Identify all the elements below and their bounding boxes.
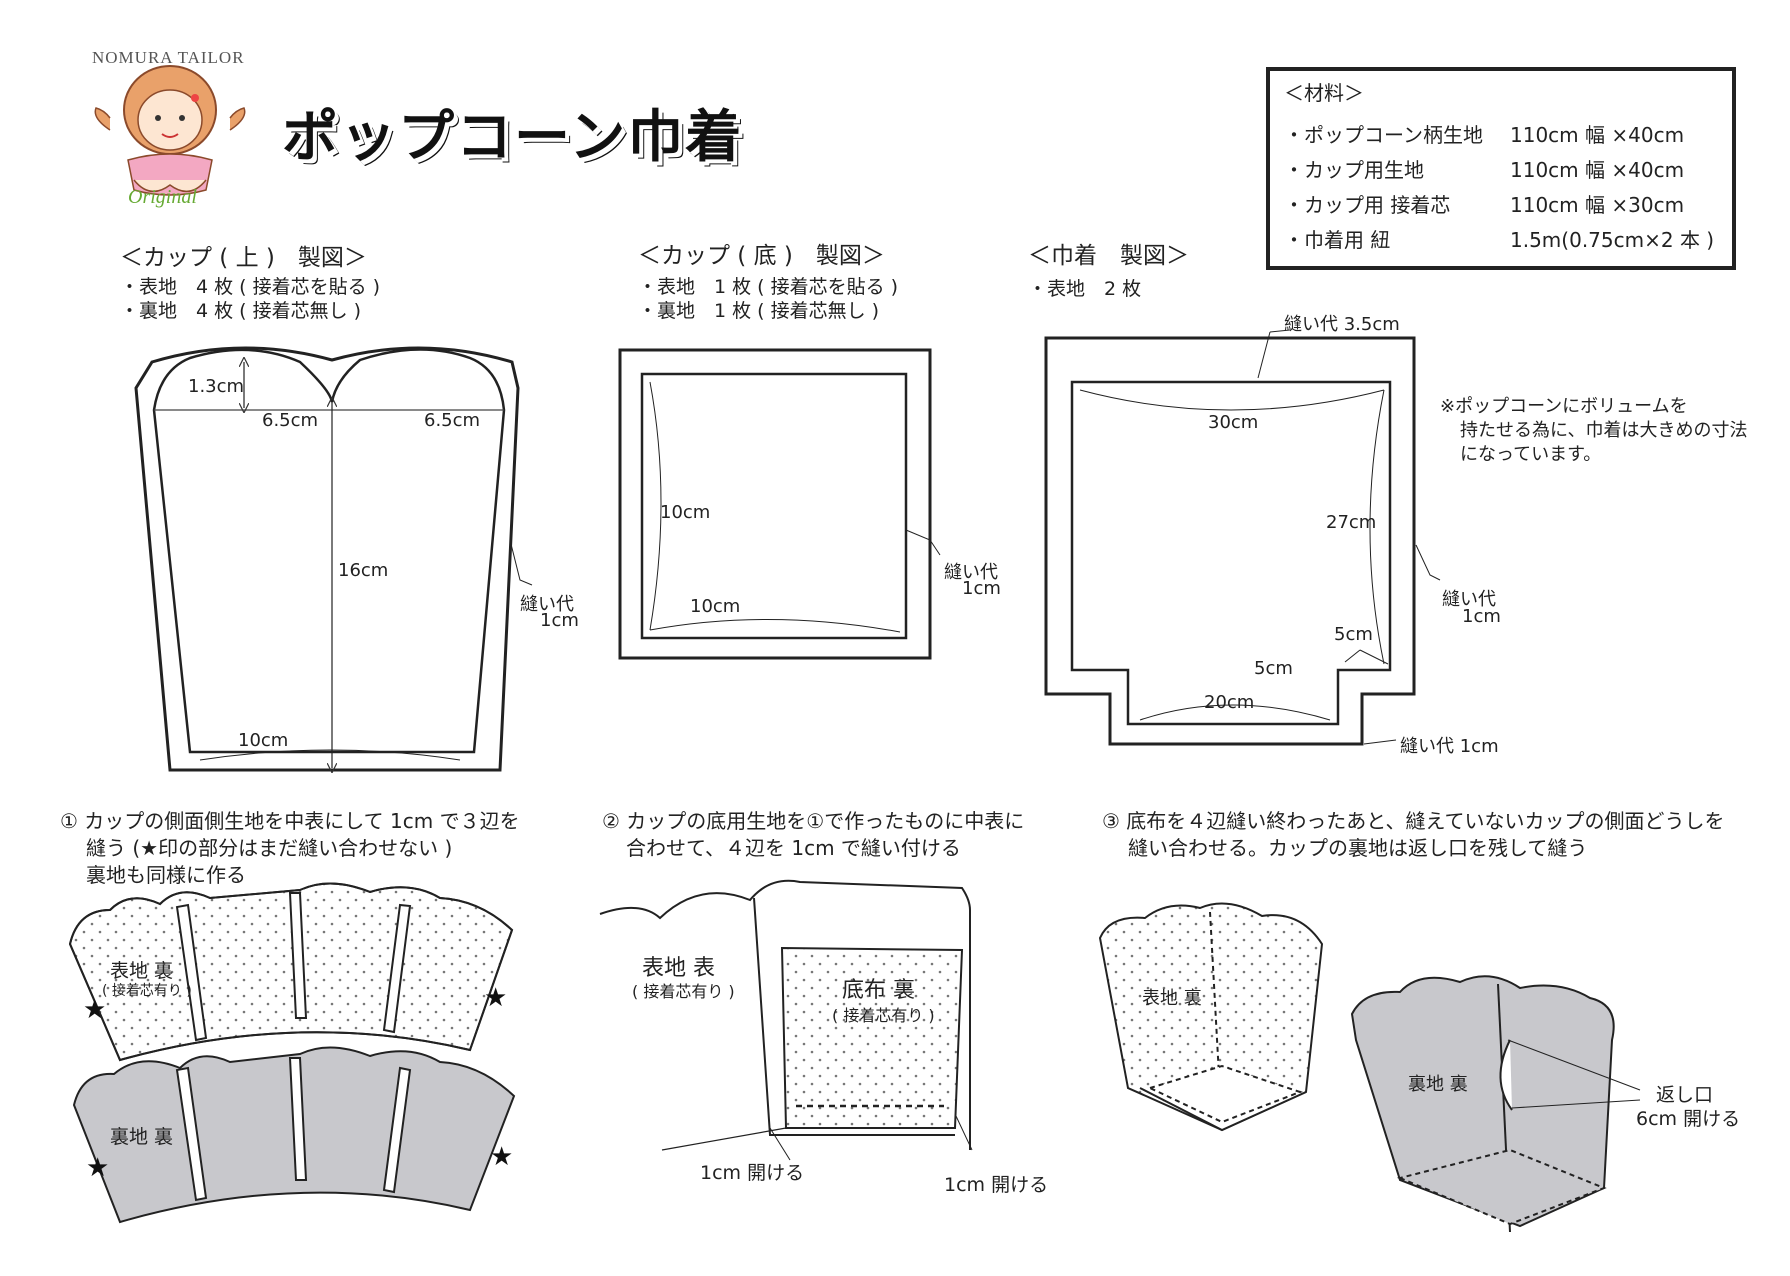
step1-line: 裏地も同様に作る (86, 863, 246, 887)
material-name: ・ポップコーン柄生地 (1284, 123, 1483, 147)
label-outer-front: 表地 表 (642, 956, 715, 981)
material-row: ・カップ用生地 110cm 幅 ×40cm (1284, 151, 1718, 186)
step2-line: ② カップの底用生地を①で作ったものに中表に (602, 809, 1025, 833)
bag-title: ＜巾着 製図＞ (1028, 243, 1189, 269)
dim-bottom: 10cm (238, 730, 289, 751)
step3-outer-cup (1098, 902, 1324, 1132)
material-row: ・カップ用 接着芯 110cm 幅 ×30cm (1284, 186, 1718, 221)
dim-bottom-seam: 縫い代 1cm (1400, 736, 1499, 757)
label-outer-back: 表地 裏 (110, 960, 174, 982)
cup-top-pattern (134, 346, 533, 770)
bag-note-line: 持たせる為に、巾着は大きめの寸法 (1460, 420, 1748, 441)
cup-bottom-item: ・裏地 1 枚 ( 接着芯無し ) (638, 300, 880, 322)
bag-note-line: ※ポップコーンにボリュームを (1440, 396, 1688, 417)
seam-value: 1cm (962, 578, 1001, 599)
step3-line: ③ 底布を４辺縫い終わったあと、縫えていないカップの側面どうしを (1102, 809, 1725, 833)
material-row: ・巾着用 紐 1.5m(0.75cm×2 本 ) (1284, 221, 1718, 256)
step1-line: 縫う (★印の部分はまだ縫い合わせない ) (86, 836, 453, 860)
cup-bottom-title: ＜カップ ( 底 ) 製図＞ (638, 243, 885, 269)
step2-illustration (599, 879, 973, 1161)
svg-text:★: ★ (484, 983, 507, 1013)
cup-top-item: ・裏地 4 枚 ( 接着芯無し ) (120, 300, 362, 322)
label-return-size: 6cm 開ける (1636, 1108, 1741, 1130)
material-row: ・ポップコーン柄生地 110cm 幅 ×40cm (1284, 116, 1718, 151)
material-name: ・カップ用 接着芯 (1284, 193, 1451, 217)
seam-label: 縫い代 (944, 562, 998, 583)
cup-top-title: ＜カップ ( 上 ) 製図＞ (120, 245, 367, 271)
dim-notch-h: 5cm (1254, 658, 1293, 679)
page-title: ポップコーン巾着 (282, 105, 744, 170)
bag-pattern (1044, 329, 1441, 746)
label-outer-back: 表地 裏 (1142, 988, 1202, 1009)
dim-height: 10cm (660, 502, 711, 523)
dim-height: 16cm (338, 560, 389, 581)
seam-value: 1cm (540, 610, 579, 631)
label-lining-back: 裏地 裏 (110, 1126, 174, 1148)
cup-bottom-item: ・表地 1 枚 ( 接着芯を貼る ) (638, 276, 899, 298)
dim-bottom: 20cm (1204, 692, 1255, 713)
label-interfacing: ( 接着芯有り ) (632, 982, 735, 1001)
material-amount: 110cm 幅 ×40cm (1510, 123, 1685, 147)
star-marks: ★ ★ ★ ★ (83, 983, 513, 1183)
dim-arc: 1.3cm (188, 376, 245, 397)
cup-top-item: ・表地 4 枚 ( 接着芯を貼る ) (120, 276, 381, 298)
step3-lining-cup (1350, 975, 1641, 1233)
dim-half-right: 6.5cm (424, 410, 481, 431)
materials-heading: ＜材料＞ (1284, 81, 1364, 105)
dim-width: 30cm (1208, 412, 1259, 433)
dim-height: 27cm (1326, 512, 1377, 533)
dim-width: 10cm (690, 596, 741, 617)
step1-outer-strip (68, 882, 514, 1062)
label-lining-back: 裏地 裏 (1408, 1074, 1468, 1095)
svg-text:★: ★ (83, 995, 106, 1025)
logo-caption: Original (128, 186, 197, 208)
seam-label: 縫い代 (1442, 589, 1496, 610)
brand-name: NOMURA TAILOR (92, 48, 245, 67)
material-amount: 110cm 幅 ×40cm (1510, 158, 1685, 182)
label-open-right: 1cm 開ける (944, 1174, 1049, 1196)
cup-bottom-pattern (618, 348, 941, 660)
dim-notch-v: 5cm (1334, 624, 1373, 645)
label-base-back: 底布 裏 (842, 978, 915, 1003)
material-name: ・巾着用 紐 (1284, 228, 1391, 252)
step2-line: 合わせて、４辺を 1cm で縫い付ける (626, 836, 961, 860)
seam-label: 縫い代 (520, 594, 574, 615)
material-name: ・カップ用生地 (1284, 158, 1424, 182)
material-amount: 110cm 幅 ×30cm (1510, 193, 1685, 217)
step1-lining-strip (72, 1046, 516, 1224)
logo-mascot (94, 65, 246, 196)
label-interfacing: ( 接着芯有り ) (832, 1006, 935, 1025)
step3-line: 縫い合わせる。カップの裏地は返し口を残して縫う (1128, 836, 1588, 860)
label-return-opening: 返し口 (1656, 1084, 1714, 1106)
step1-line: ① カップの側面側生地を中表にして 1cm で３辺を (60, 809, 520, 833)
dim-top-seam: 縫い代 3.5cm (1284, 314, 1400, 335)
bag-item: ・表地 2 枚 (1028, 278, 1142, 300)
label-open-left: 1cm 開ける (700, 1162, 805, 1184)
svg-text:★: ★ (490, 1142, 513, 1172)
materials-box: ＜材料＞ ・ポップコーン柄生地 110cm 幅 ×40cm ・カップ用生地 110c… (1266, 67, 1736, 270)
svg-text:★: ★ (86, 1153, 109, 1183)
label-interfacing: ( 接着芯有り ) (102, 983, 192, 999)
seam-value: 1cm (1462, 606, 1501, 627)
material-amount: 1.5m(0.75cm×2 本 ) (1510, 228, 1715, 252)
dim-half-left: 6.5cm (262, 410, 319, 431)
bag-note-line: になっています。 (1460, 444, 1602, 465)
